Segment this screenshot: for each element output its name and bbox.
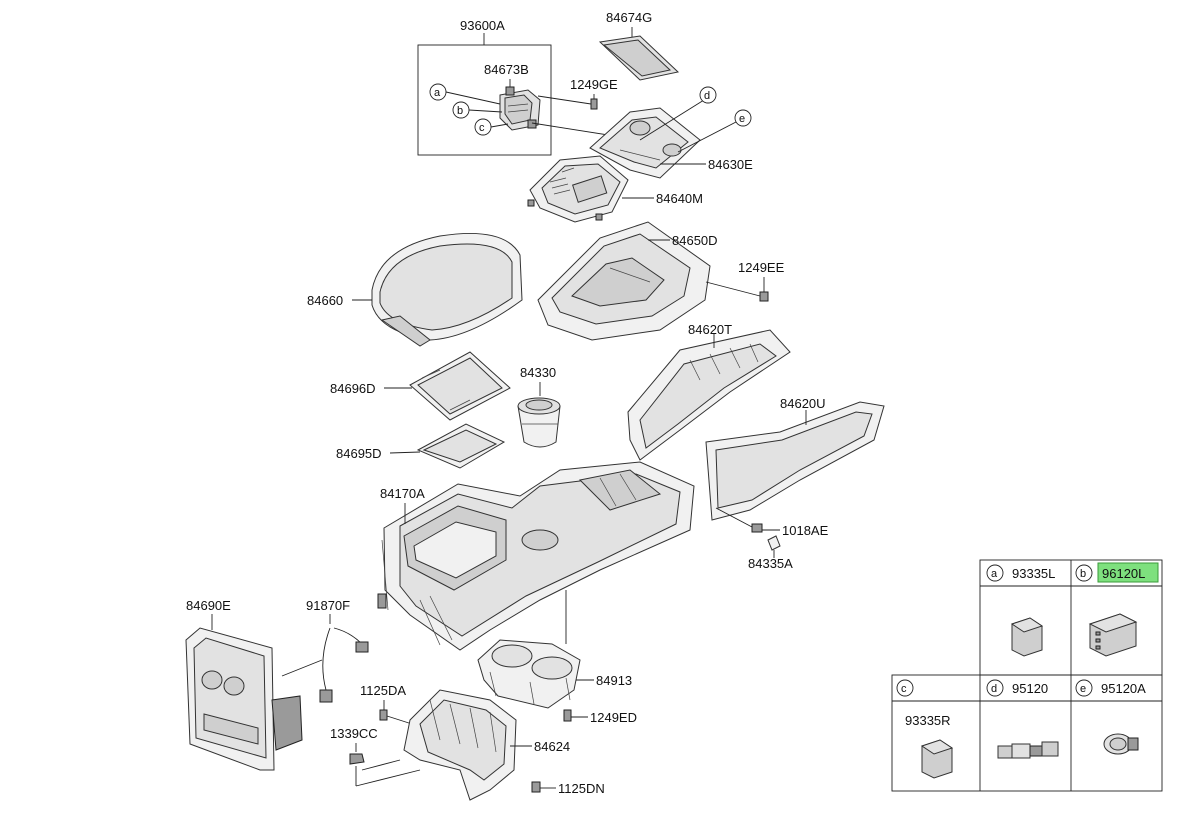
legend-a-circle (986, 564, 1004, 582)
legend-d-letter: d (991, 683, 997, 695)
part-84660: 84660 (307, 233, 523, 347)
part-84620U: 84620U (705, 396, 885, 521)
part-84640M: 84640M (527, 155, 703, 223)
part-84620T: 84620T (627, 322, 791, 461)
legend-table: a 93335L b 96120L c 93335R (891, 559, 1163, 792)
part-84696D: 84696D (330, 351, 511, 421)
label-84690E[interactable]: 84690E (186, 598, 231, 613)
part-84650D: 84650D (537, 221, 718, 341)
label-1125DN[interactable]: 1125DN (558, 781, 605, 796)
label-84170A[interactable]: 84170A (380, 486, 425, 501)
legend-b-highlight (1097, 562, 1159, 583)
label-84620T[interactable]: 84620T (688, 322, 732, 337)
legend-cell-c: c 93335R (896, 679, 954, 779)
legend-b-letter: b (1080, 568, 1086, 580)
part-84690E: 84690E (185, 598, 323, 771)
label-1018AE[interactable]: 1018AE (782, 523, 829, 538)
screw-1249EE: 1249EE (705, 260, 785, 302)
label-1249GE[interactable]: 1249GE (570, 77, 618, 92)
socket-d-drawing (997, 741, 1059, 759)
label-1339CC[interactable]: 1339CC (330, 726, 378, 741)
label-84696D[interactable]: 84696D (330, 381, 376, 396)
callout-c-text: c (479, 122, 485, 134)
legend-cell-d: d 95120 (986, 679, 1059, 759)
label-84650D[interactable]: 84650D (672, 233, 718, 248)
label-84630E[interactable]: 84630E (708, 157, 753, 172)
callout-e[interactable] (734, 109, 752, 127)
legend-c-letter: c (901, 683, 907, 695)
callout-b-text: b (457, 105, 463, 117)
part-84630E: d e 84630E (589, 86, 753, 179)
legend-a-part[interactable]: 93335L (1012, 566, 1055, 581)
legend-e-letter: e (1080, 683, 1086, 695)
legend-b-part[interactable]: 96120L (1102, 566, 1145, 581)
legend-cell-e: e 95120A (1075, 679, 1146, 755)
label-1249ED[interactable]: 1249ED (590, 710, 637, 725)
label-84640M[interactable]: 84640M (656, 191, 703, 206)
screw-1249GE: 1249GE (537, 77, 618, 110)
label-1249EE[interactable]: 1249EE (738, 260, 785, 275)
callout-d[interactable] (699, 86, 717, 104)
callout-a-text: a (434, 87, 441, 99)
label-84660[interactable]: 84660 (307, 293, 343, 308)
callout-e-text: e (739, 113, 745, 125)
legend-e-part[interactable]: 95120A (1101, 681, 1146, 696)
part-84624: 84624 (403, 689, 570, 801)
label-84620U[interactable]: 84620U (780, 396, 826, 411)
label-93600A[interactable]: 93600A (460, 18, 505, 33)
label-84330[interactable]: 84330 (520, 365, 556, 380)
legend-c-part[interactable]: 93335R (905, 713, 951, 728)
legend-a-letter: a (991, 568, 998, 580)
part-84674G: 84674G (598, 10, 680, 81)
legend-d-part[interactable]: 95120 (1012, 681, 1048, 696)
assembly-93600A: 93600A 84673B a b c (417, 18, 552, 156)
label-84673B[interactable]: 84673B (484, 62, 529, 77)
screw-1249ED: 1249ED (563, 709, 637, 725)
screw-1125DN: 1125DN (531, 781, 605, 796)
fastener-1018AE: 1018AE (715, 507, 829, 538)
legend-b-circle (1075, 564, 1093, 582)
clip-84335A: 84335A (748, 535, 793, 571)
callout-d-text: d (704, 90, 710, 102)
part-84170A: 84170A (377, 461, 695, 651)
label-84913[interactable]: 84913 (596, 673, 632, 688)
assembly-box (417, 44, 552, 156)
legend-e-circle (1075, 679, 1093, 697)
legend-c-circle (896, 679, 914, 697)
nut-1339CC: 1339CC (330, 726, 421, 787)
legend-cell-a: a 93335L (986, 564, 1055, 657)
label-84674G[interactable]: 84674G (606, 10, 652, 25)
label-84624[interactable]: 84624 (534, 739, 570, 754)
label-84695D[interactable]: 84695D (336, 446, 382, 461)
screw-1125DA: 1125DA (360, 683, 413, 725)
legend-d-circle (986, 679, 1004, 697)
part-84913: 84913 (477, 590, 632, 709)
part-84695D: 84695D (336, 423, 506, 469)
label-91870F[interactable]: 91870F (306, 598, 350, 613)
legend-cell-b: b 96120L (1075, 562, 1159, 657)
socket-e-drawing (1103, 733, 1139, 755)
part-84330: 84330 (517, 365, 561, 448)
part-91870F: 91870F (306, 598, 369, 703)
label-84335A[interactable]: 84335A (748, 556, 793, 571)
label-1125DA[interactable]: 1125DA (360, 683, 406, 698)
